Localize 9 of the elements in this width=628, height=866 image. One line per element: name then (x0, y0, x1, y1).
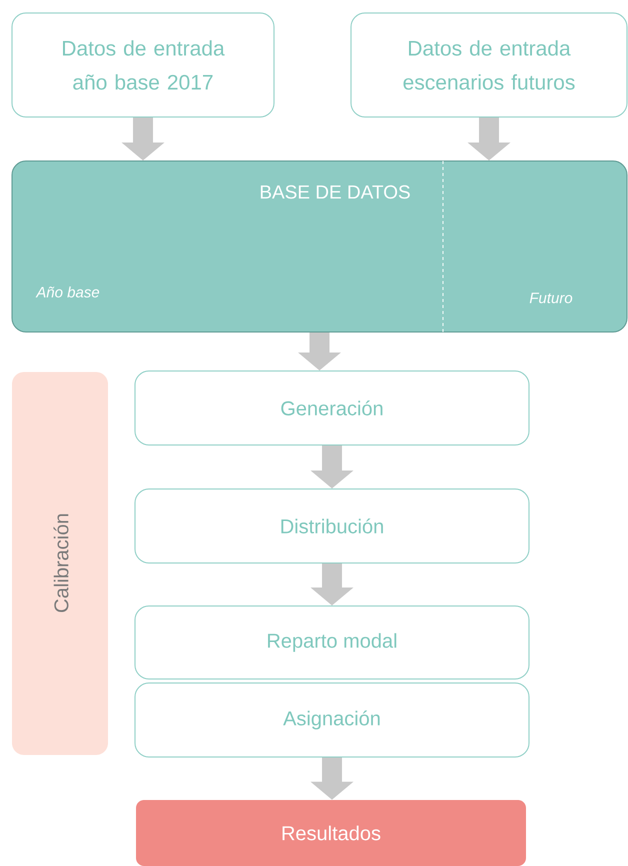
calibration-band: Calibración (12, 372, 108, 755)
process-box: Asignación (134, 682, 530, 758)
process-box: Reparto modal (134, 606, 530, 680)
process-box: Distribución (134, 488, 530, 564)
process-box: Generación (134, 370, 530, 446)
database-box: BASE DE DATOS Año base Futuro (12, 160, 628, 332)
result-box: Resultados (136, 800, 526, 866)
input-box: Datos de entrada año base 2017 (12, 12, 274, 118)
input-box: Datos de entrada escenarios futuros (350, 12, 628, 118)
